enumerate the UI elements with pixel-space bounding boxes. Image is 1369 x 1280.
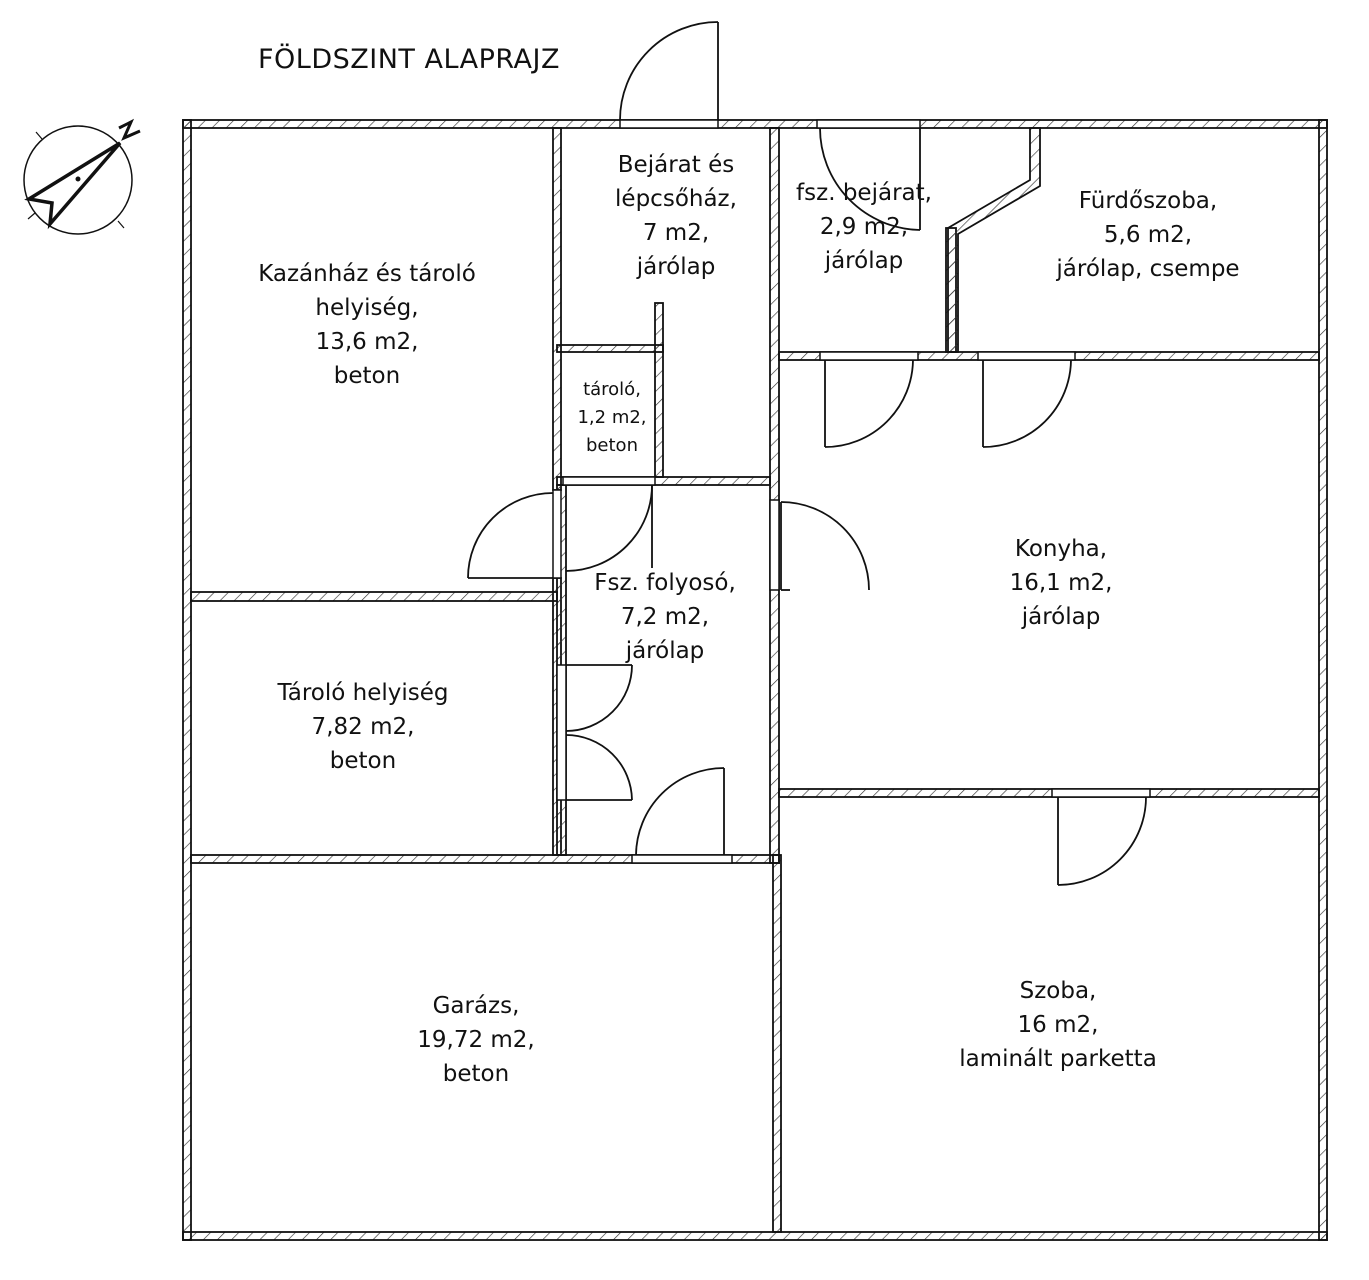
plan-title: FÖLDSZINT ALAPRAJZ	[258, 44, 560, 75]
room-floor: beton	[586, 435, 638, 456]
room-name: Bejárat és	[617, 152, 735, 178]
room-floor: beton	[333, 363, 401, 389]
room-floor: beton	[442, 1061, 510, 1087]
room-area: 7,82 m2,	[311, 714, 415, 740]
konyha-left-door[interactable]	[780, 501, 870, 591]
room-area: 7 m2,	[642, 220, 710, 246]
room-label-tarolo-helyiseg: Tároló helyiség 7,82 m2, beton	[278, 676, 449, 778]
room-floor: beton	[329, 748, 397, 774]
konyha-door-2[interactable]	[982, 359, 1072, 448]
room-area: 1,2 m2,	[577, 407, 647, 428]
room-name: Szoba,	[1019, 978, 1097, 1004]
room-name-cont: helyiség,	[315, 295, 419, 321]
room-name-cont: lépcsőház,	[615, 186, 737, 212]
room-name: Fürdőszoba,	[1078, 188, 1218, 214]
room-label-szoba: Szoba, 16 m2, laminált parketta	[959, 974, 1157, 1076]
folyoso-top-door[interactable]	[565, 484, 653, 572]
room-floor: járólap	[625, 638, 705, 664]
room-area: 16,1 m2,	[1009, 570, 1113, 596]
wall-openings	[552, 119, 1151, 864]
room-name: Tároló helyiség	[277, 680, 449, 706]
room-label-garazs: Garázs, 19,72 m2, beton	[417, 989, 535, 1091]
room-floor: laminált parketta	[959, 1046, 1157, 1072]
room-label-fsz-bejarat: fsz. bejárat, 2,9 m2, járólap	[796, 176, 932, 278]
tarolo-door-1[interactable]	[565, 664, 633, 732]
szoba-door[interactable]	[1057, 796, 1147, 886]
entrance-door[interactable]	[619, 21, 719, 121]
room-label-folyoso: Fsz. folyosó, 7,2 m2, járólap	[594, 566, 736, 668]
room-label-konyha: Konyha, 16,1 m2, járólap	[1010, 532, 1113, 634]
room-area: 16 m2,	[1017, 1012, 1099, 1038]
folyoso-bottom-door[interactable]	[635, 767, 725, 856]
room-area: 5,6 m2,	[1103, 222, 1193, 248]
kazanhaz-door[interactable]	[467, 492, 554, 579]
konyha-door-1[interactable]	[824, 359, 914, 448]
room-name: tároló,	[583, 379, 641, 400]
north-arrow-icon	[23, 118, 141, 235]
tarolo-door-2[interactable]	[565, 734, 633, 801]
room-name: Konyha,	[1014, 536, 1108, 562]
room-name: Garázs,	[432, 993, 520, 1019]
room-floor: járólap	[636, 254, 716, 280]
room-name: Kazánház és tároló	[258, 261, 476, 287]
room-area: 13,6 m2,	[315, 329, 419, 355]
room-label-furdo: Fürdőszoba, 5,6 m2, járólap, csempe	[1056, 184, 1239, 286]
room-floor: járólap, csempe	[1056, 256, 1240, 282]
room-label-bejarat: Bejárat és lépcsőház, 7 m2, járólap	[615, 148, 737, 284]
room-floor: járólap	[824, 248, 904, 274]
fsz-bejarat-door[interactable]	[819, 127, 921, 231]
room-area: 7,2 m2,	[620, 604, 710, 630]
room-floor: járólap	[1021, 604, 1101, 630]
room-area: 19,72 m2,	[417, 1027, 535, 1053]
room-name: Fsz. folyosó,	[594, 570, 736, 596]
room-label-tarolo-small: tároló, 1,2 m2, beton	[577, 376, 646, 460]
room-label-kazanhaz: Kazánház és tároló helyiség, 13,6 m2, be…	[258, 257, 476, 393]
room-area: 2,9 m2,	[819, 214, 909, 240]
room-name: fsz. bejárat,	[796, 180, 932, 206]
